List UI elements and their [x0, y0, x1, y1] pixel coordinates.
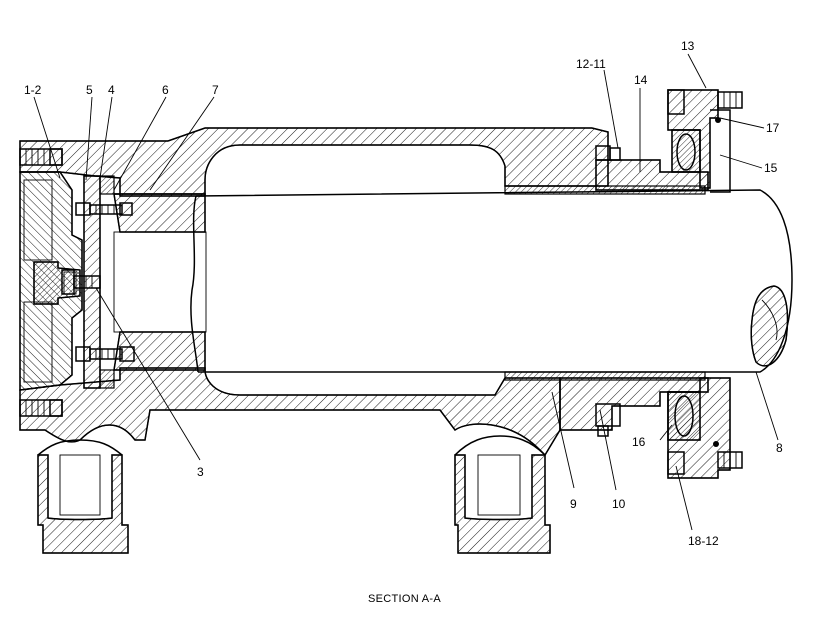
cover-bolt-lower	[19, 399, 63, 417]
leader-lines	[33, 53, 779, 531]
callout-10: 10	[612, 497, 626, 511]
end-cover	[19, 171, 83, 391]
shaft	[190, 189, 793, 373]
shaft-sleeve	[504, 185, 706, 381]
collar-lower	[667, 377, 743, 479]
thrust-plate	[83, 175, 115, 389]
callout-8: 8	[776, 441, 783, 455]
callout-3: 3	[197, 465, 204, 479]
left-support	[37, 439, 129, 554]
callout-16: 16	[632, 435, 646, 449]
callout-13: 13	[681, 39, 695, 53]
callout-17: 17	[766, 121, 780, 135]
callout-12-11: 12-11	[576, 57, 606, 71]
bushing-lower	[113, 331, 206, 371]
callout-9: 9	[570, 497, 577, 511]
collar-upper	[667, 89, 743, 193]
callout-6: 6	[162, 83, 169, 97]
callout-7: 7	[212, 83, 219, 97]
callout-4: 4	[108, 83, 115, 97]
inner-bore	[113, 231, 207, 333]
callout-14: 14	[634, 73, 648, 87]
center-screw	[61, 269, 101, 295]
section-caption: SECTION A-A	[368, 593, 441, 605]
callout-1-2: 1-2	[24, 83, 42, 97]
callout-5: 5	[86, 83, 93, 97]
callout-15: 15	[764, 161, 778, 175]
callout-18-12: 18-12	[688, 534, 719, 548]
callout-labels: 1-2 5 4 6 7 3 12-11 14 13 17 15 16 8 9 1…	[24, 39, 783, 548]
right-support	[454, 435, 551, 554]
bushing-upper	[113, 193, 206, 233]
cover-bolt-upper	[19, 148, 63, 166]
